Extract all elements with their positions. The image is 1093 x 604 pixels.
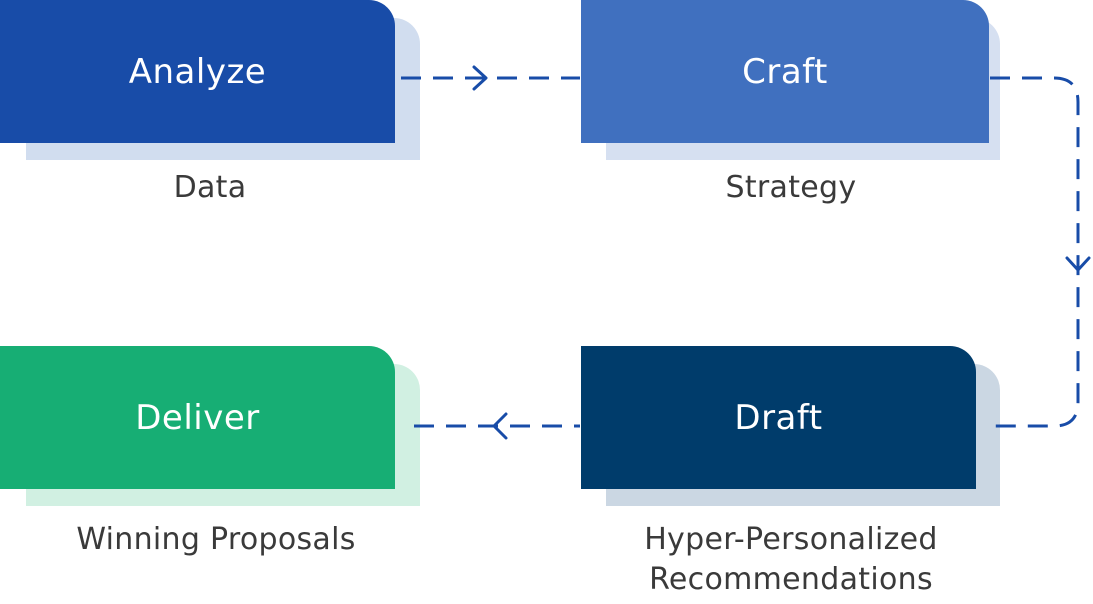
- draft-caption-line1: Hyper-Personalized: [644, 522, 938, 557]
- deliver-caption: Winning Proposals: [76, 522, 356, 557]
- arrow-right-icon: [472, 65, 488, 91]
- draft-box: Draft: [581, 346, 976, 489]
- analyze-caption: Data: [173, 170, 247, 205]
- draft-label: Draft: [734, 397, 823, 438]
- draft-caption-line2: Recommendations: [649, 562, 933, 597]
- arrow-down-icon: [1065, 256, 1091, 272]
- arrow-left-icon: [492, 412, 508, 440]
- connector-craft-to-draft: [990, 76, 1080, 428]
- craft-box: Craft: [581, 0, 989, 143]
- deliver-box: Deliver: [0, 346, 395, 489]
- craft-caption: Strategy: [725, 170, 857, 205]
- craft-label: Craft: [742, 51, 828, 92]
- draft-caption: Hyper-Personalized Recommendations: [581, 520, 1001, 600]
- analyze-box: Analyze: [0, 0, 395, 143]
- deliver-label: Deliver: [135, 397, 260, 438]
- analyze-label: Analyze: [128, 51, 267, 92]
